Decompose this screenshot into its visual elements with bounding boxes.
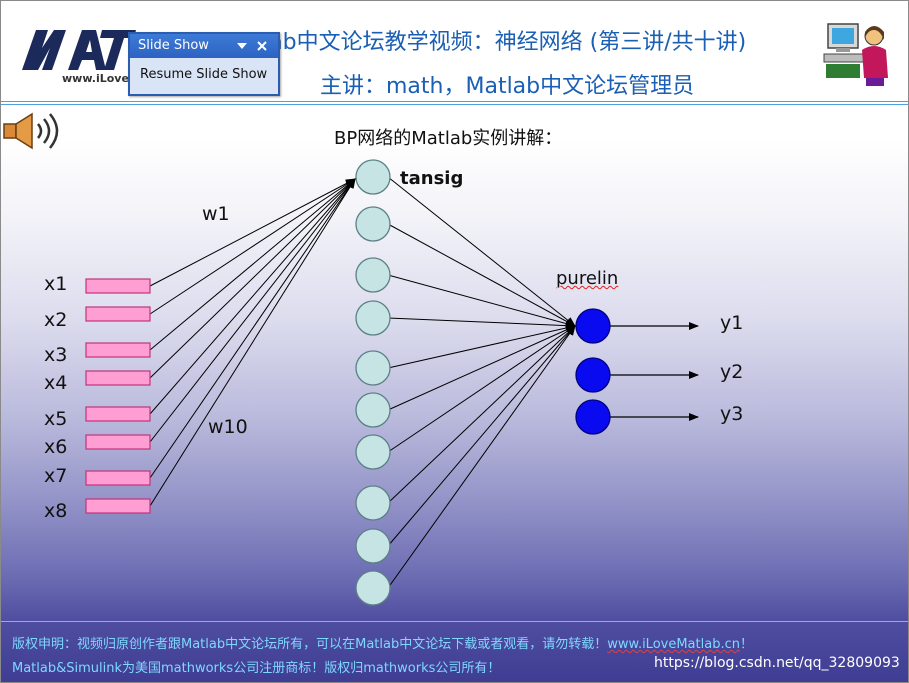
weight-label-w1: w1 [202, 203, 230, 225]
input-connection-7 [149, 178, 356, 479]
input-label-x6: x6 [44, 436, 68, 458]
input-label-x7: x7 [44, 465, 68, 487]
input-node-x1 [85, 278, 151, 294]
footer-divider [0, 621, 909, 622]
chevron-down-icon[interactable] [234, 38, 250, 54]
footer-trademark: Matlab&Simulink为美国mathworks公司注册商标！版权归mat… [12, 661, 501, 676]
copyright-link[interactable]: www.iLoveMatlab.cn [607, 637, 740, 652]
input-node-x6 [85, 434, 151, 450]
hidden-connection-6 [387, 325, 576, 411]
hidden-connection-10 [387, 325, 576, 589]
input-connection-5 [149, 178, 356, 415]
diagram-title-text: BP网络的Matlab实例讲解： [334, 128, 563, 149]
input-connection-2 [149, 178, 356, 315]
copyright-suffix: ！ [739, 637, 753, 652]
input-connection-3 [149, 178, 356, 351]
hidden-connection-9 [387, 325, 576, 547]
input-label-x8: x8 [44, 500, 68, 522]
speaker-icon[interactable] [2, 110, 68, 154]
footer-copyright: 版权申明：视频归原创作者跟Matlab中文论坛所有，可以在Matlab中文论坛下… [12, 633, 753, 652]
header-divider [0, 101, 909, 102]
page-title: Matlab中文论坛教学视频：神经网络 (第三讲/共十讲) [222, 30, 747, 55]
input-connection-6 [149, 178, 356, 443]
output-neuron-y1 [575, 308, 611, 344]
resume-slideshow-button[interactable]: Resume Slide Show [140, 67, 268, 82]
hidden-neuron-7 [355, 434, 391, 470]
hidden-neuron-6 [355, 392, 391, 428]
matlab-logo [18, 24, 136, 86]
slideshow-toolbar: Slide Show Resume Slide Show [128, 32, 280, 96]
copyright-prefix: 版权申明：视频归原创作者跟Matlab中文论坛所有，可以在Matlab中文论坛下… [12, 637, 608, 652]
hidden-connection-2 [387, 223, 576, 327]
input-connection-4 [149, 178, 356, 379]
hidden-neuron-8 [355, 485, 391, 521]
hidden-connection-7 [387, 325, 576, 453]
input-connection-1 [149, 178, 356, 287]
output-neuron-y3 [575, 399, 611, 435]
person-at-computer-icon [823, 23, 888, 86]
hidden-connection-4 [387, 317, 576, 330]
hidden-neuron-2 [355, 206, 391, 242]
output-label-y2: y2 [720, 361, 744, 383]
weight-label-w10: w10 [208, 416, 248, 438]
hidden-connection-1 [387, 176, 576, 327]
hidden-connection-3 [387, 274, 576, 328]
input-label-x3: x3 [44, 344, 68, 366]
close-icon[interactable] [254, 38, 270, 54]
input-node-x2 [85, 306, 151, 322]
input-node-x3 [85, 342, 151, 358]
slideshow-titlebar[interactable]: Slide Show [130, 34, 278, 58]
output-transfer-label: purelin [556, 268, 619, 289]
output-neuron-y2 [575, 357, 611, 393]
hidden-neuron-3 [355, 257, 391, 293]
hidden-neuron-5 [355, 350, 391, 386]
input-label-x5: x5 [44, 408, 68, 430]
input-label-x2: x2 [44, 309, 68, 331]
hidden-neuron-10 [355, 570, 391, 606]
input-node-x4 [85, 370, 151, 386]
input-connection-8 [149, 178, 356, 507]
diagram-title: BP网络的Matlab实例讲解： [334, 124, 562, 150]
input-node-x8 [85, 498, 151, 514]
blog-watermark: https://blog.csdn.net/qq_32809093 [654, 655, 900, 671]
output-label-y3: y3 [720, 403, 744, 425]
hidden-neuron-9 [355, 528, 391, 564]
slideshow-title: Slide Show [138, 38, 209, 53]
header-divider-secondary [0, 104, 909, 105]
hidden-connection-8 [387, 325, 576, 504]
hidden-connection-5 [387, 324, 576, 369]
input-node-x5 [85, 406, 151, 422]
input-node-x7 [85, 470, 151, 486]
hidden-transfer-label: tansig [400, 168, 464, 189]
page-subtitle: 主讲：math，Matlab中文论坛管理员 [320, 74, 695, 99]
input-label-x1: x1 [44, 273, 68, 295]
output-label-y1: y1 [720, 312, 744, 334]
hidden-neuron-4 [355, 300, 391, 336]
hidden-neuron-1 [355, 159, 391, 195]
input-label-x4: x4 [44, 372, 68, 394]
logo-graphic [22, 30, 136, 70]
